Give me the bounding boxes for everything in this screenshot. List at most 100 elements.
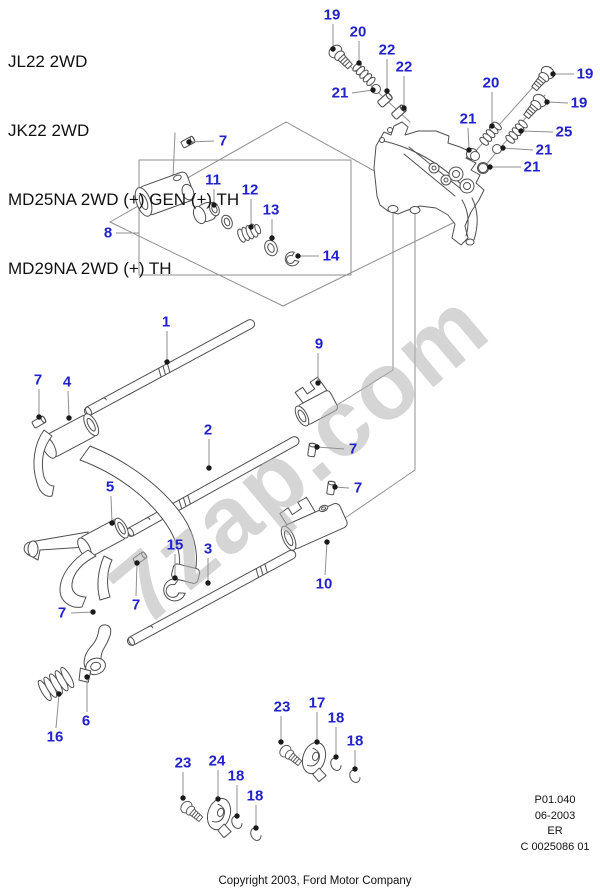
part-number-label-18[interactable]: 18 [327,709,345,727]
callout-dot [269,235,275,241]
callout-dot [211,202,217,208]
c-clip-14 [284,251,300,267]
clip-15 [163,578,186,602]
part-number-label-21[interactable]: 21 [459,110,477,128]
callout-dot [544,99,550,105]
part-number-label-21[interactable]: 21 [331,84,349,102]
callout-dot [36,414,42,420]
part-number-label-7[interactable]: 7 [57,604,67,622]
model-line: MD25NA 2WD (+) GEN (+) TH [8,190,240,209]
callout-dot [518,128,524,134]
callout-dot [234,813,240,819]
callout-dot [314,444,320,450]
selector-lug-10 [279,496,348,551]
callout-dot [330,46,336,52]
callout-dot [401,105,407,111]
copyright-line: Copyright 2003, Ford Motor Company [218,875,412,887]
part-number-label-7[interactable]: 7 [131,596,141,614]
callout-dot [370,87,376,93]
ball-21 [470,151,480,161]
leader-line [520,130,554,133]
part-number-label-15[interactable]: 15 [166,536,184,554]
callout-dot [134,560,140,566]
part-number-label-13[interactable]: 13 [262,201,280,219]
part-number-label-22[interactable]: 22 [395,58,413,76]
part-number-label-4[interactable]: 4 [62,373,72,391]
callout-dot [172,575,178,581]
leader-line [135,562,138,597]
part-number-label-5[interactable]: 5 [105,478,115,496]
page-code: P01.040 [534,794,576,806]
part-number-label-18[interactable]: 18 [227,767,245,785]
part-number-label-25[interactable]: 25 [555,123,573,141]
part-number-label-17[interactable]: 17 [308,694,326,712]
callout-dot [352,766,358,772]
part-number-label-6[interactable]: 6 [81,712,91,730]
part-number-label-1[interactable]: 1 [161,313,171,331]
part-number-label-7[interactable]: 7 [348,440,358,458]
callout-dot [66,415,72,421]
part-number-label-9[interactable]: 9 [314,335,324,353]
callout-dot [332,484,338,490]
callout-dot [324,539,330,545]
callout-dot [356,60,362,66]
part-number-label-3[interactable]: 3 [203,540,213,558]
part-number-label-14[interactable]: 14 [322,247,340,265]
callout-dot [84,674,90,680]
model-title-block: JL22 2WD JK22 2WD MD25NA 2WD (+) GEN (+)… [8,4,239,326]
part-number-label-22[interactable]: 22 [378,41,396,59]
leader-line [110,495,113,524]
callout-dot [56,691,62,697]
part-number-label-7[interactable]: 7 [353,479,363,497]
part-number-label-20[interactable]: 20 [482,74,500,92]
leader-line [67,390,70,419]
part-number-label-11[interactable]: 11 [205,171,221,189]
callout-dot [384,88,390,94]
part-number-label-19[interactable]: 19 [323,6,341,24]
part-number-label-19[interactable]: 19 [576,65,594,83]
callout-dot [550,71,556,77]
callout-dot [253,825,259,831]
part-number-label-8[interactable]: 8 [103,224,113,242]
callout-dot [487,164,493,170]
callout-dot [90,609,96,615]
part-number-label-7[interactable]: 7 [218,132,228,150]
callout-dot [205,580,211,586]
part-number-label-10[interactable]: 10 [315,575,333,593]
part-number-label-24[interactable]: 24 [208,752,226,770]
part-number-label-7[interactable]: 7 [33,371,43,389]
part-number-label-23[interactable]: 23 [174,754,192,772]
part-number-label-21[interactable]: 21 [523,158,541,176]
callout-dot [180,795,186,801]
shift-fork-4 [31,413,201,584]
callout-dot [186,139,192,145]
model-line: JL22 2WD [8,52,88,71]
leader-line [324,541,328,576]
leader-line [502,147,534,151]
callout-dot [109,520,115,526]
callout-dot [314,739,320,745]
callout-dot [206,465,212,471]
leader-line [351,89,374,94]
part-number-label-21[interactable]: 21 [535,141,553,159]
plate-region: ER [547,825,563,837]
callout-dot [164,359,170,365]
leader-line [546,101,569,104]
model-line: MD29NA 2WD (+) TH [8,259,172,278]
part-number-label-12[interactable]: 12 [241,181,259,199]
part-number-label-23[interactable]: 23 [273,698,291,716]
part-number-label-16[interactable]: 16 [46,728,64,746]
callout-dot [248,224,254,230]
callout-dot [333,754,339,760]
part-number-label-19[interactable]: 19 [570,94,588,112]
part-number-label-20[interactable]: 20 [349,23,367,41]
shift-fork-5 [23,517,149,608]
callout-dot [489,123,495,129]
part-number-label-18[interactable]: 18 [346,732,364,750]
part-number-label-2[interactable]: 2 [203,421,213,439]
callout-dot [295,253,301,259]
part-number-label-18[interactable]: 18 [246,787,264,805]
catalog-code: C 0025086 01 [520,840,590,853]
